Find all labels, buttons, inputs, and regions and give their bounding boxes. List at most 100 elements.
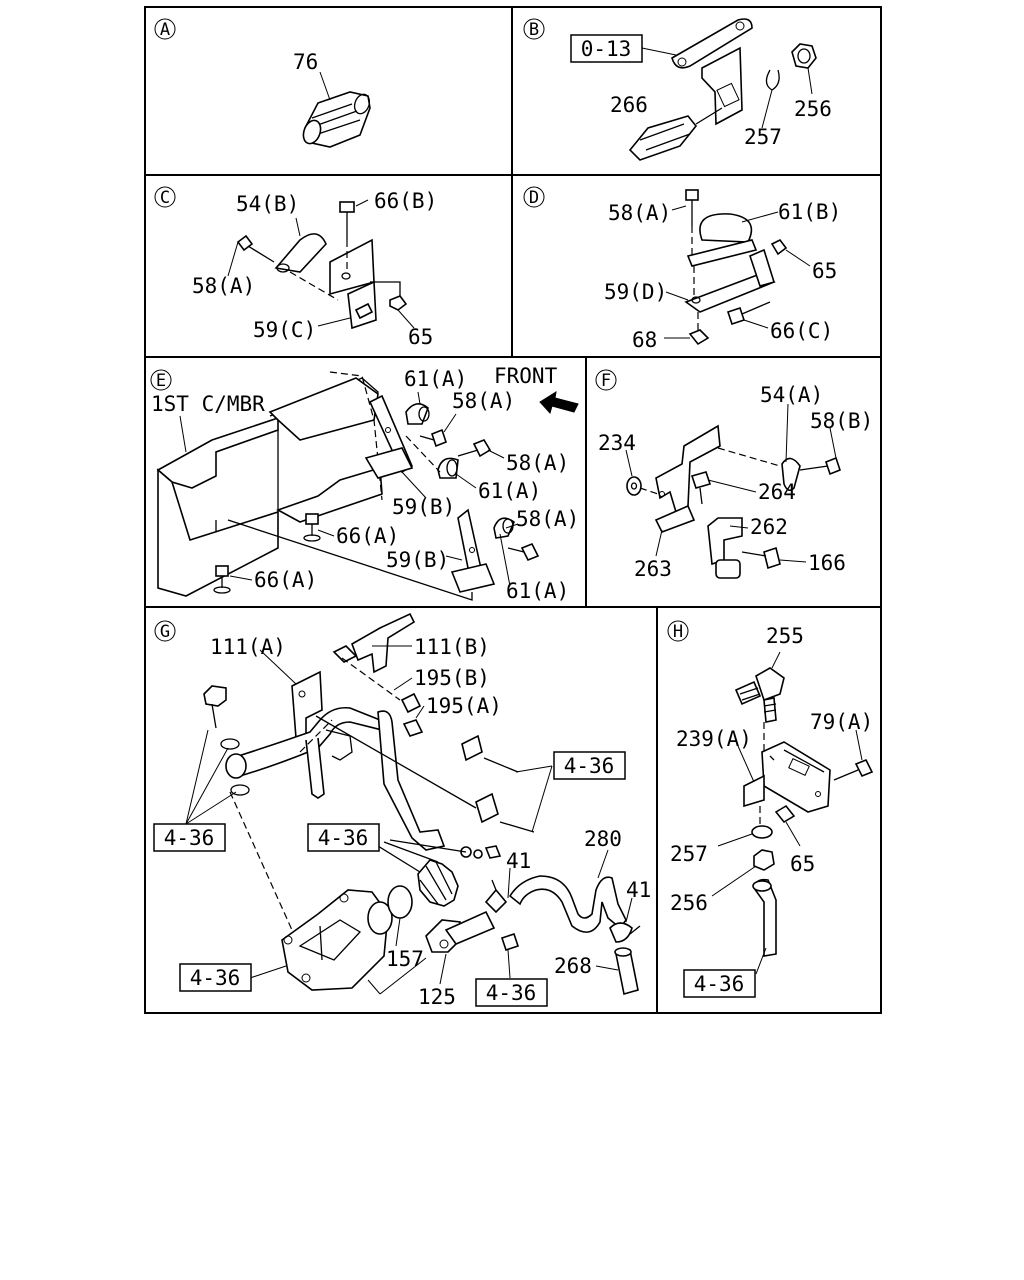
ref-text: 0-13 — [581, 37, 632, 61]
part-label-66a: 66(A) — [254, 568, 317, 592]
part-label-239a: 239(A) — [676, 727, 752, 751]
part-label-41: 41 — [506, 849, 531, 873]
part-label-65: 65 — [408, 325, 433, 349]
section-badge-b: B — [523, 18, 545, 40]
ref-text: 4-36 — [694, 972, 745, 996]
part-262-bracket — [707, 517, 743, 579]
part-label-58a: 58(A) — [608, 201, 671, 225]
part-label-256: 256 — [794, 97, 832, 121]
ref-box-4-36: 4-36 — [179, 963, 252, 992]
part-66c-bolt — [726, 301, 771, 326]
washer-2 — [230, 784, 250, 796]
part-label-195a: 195(A) — [426, 694, 502, 718]
section-letter: B — [529, 20, 539, 40]
part-195b-bolt — [400, 692, 422, 714]
section-letter: C — [160, 188, 170, 208]
part-66a-bolt-e1 — [303, 513, 321, 542]
part-label-111a: 111(A) — [210, 635, 286, 659]
part-label-79a: 79(A) — [810, 710, 873, 734]
part-58a-bolt-e1 — [419, 428, 447, 448]
part-76-fitting — [302, 71, 371, 148]
part-256-nut — [791, 43, 817, 69]
part-234-washer — [626, 476, 642, 496]
part-61a-clip-lower — [493, 517, 515, 539]
front-label: FRONT — [494, 364, 558, 388]
part-label-58b: 58(B) — [810, 409, 873, 433]
part-61b-clip — [686, 213, 758, 267]
part-label-61a: 61(A) — [506, 579, 569, 603]
part-label-157: 157 — [386, 947, 424, 971]
section-badge-e: E — [150, 369, 172, 391]
part-label-58a: 58(A) — [506, 451, 569, 475]
vacuum-pipe — [225, 706, 446, 851]
vacuum-pump — [281, 889, 393, 991]
part-label-257: 257 — [670, 842, 708, 866]
part-label-65: 65 — [790, 852, 815, 876]
front-arrow-icon — [539, 390, 579, 415]
part-label-76: 76 — [293, 50, 318, 74]
part-59d-bracket — [684, 248, 776, 313]
section-e: E 1ST C/MBR FRONT — [150, 364, 579, 603]
part-label-54a: 54(A) — [760, 383, 823, 407]
part-54a-clip — [781, 457, 801, 492]
part-58b-bolt — [799, 456, 841, 476]
section-d: D 58(A) — [523, 186, 841, 352]
part-label-58a: 58(A) — [516, 507, 579, 531]
part-label-256: 256 — [670, 891, 708, 915]
section-letter: F — [601, 371, 611, 391]
part-label-255: 255 — [766, 624, 804, 648]
part-166-bolt — [741, 546, 781, 570]
part-label-59b: 59(B) — [386, 548, 449, 572]
section-badge-f: F — [595, 369, 617, 391]
part-label-59c: 59(C) — [253, 318, 316, 342]
part-268-pipe — [614, 947, 639, 996]
bolt-g-lower — [500, 932, 520, 952]
ref-text: 4-36 — [486, 981, 537, 1005]
part-195a-bolt — [402, 719, 424, 737]
drive-gear — [417, 845, 502, 907]
section-f: F — [595, 369, 873, 581]
part-66a-bolt-e2 — [213, 565, 231, 594]
part-label-54b: 54(B) — [236, 192, 299, 216]
part-263-bracket — [654, 424, 721, 534]
ref-box-4-36: 4-36 — [683, 969, 756, 998]
section-badge-g: G — [154, 620, 176, 642]
part-label-268: 268 — [554, 954, 592, 978]
part-41-clamp-2 — [609, 922, 641, 943]
part-65-nut — [389, 295, 408, 311]
part-239a-bracket — [743, 741, 831, 813]
ref-box-4-36: 4-36 — [553, 751, 626, 780]
part-59b-bracket-upper — [364, 394, 414, 479]
part-58a-bolt — [236, 234, 275, 263]
part-label-66c: 66(C) — [770, 319, 833, 343]
section-letter: G — [160, 622, 170, 642]
ref-box-4-36: 4-36 — [153, 823, 226, 852]
part-label-125: 125 — [418, 985, 456, 1009]
part-label-68: 68 — [632, 328, 657, 352]
part-59c-bracket — [329, 238, 377, 330]
part-54b-clip — [274, 233, 327, 273]
part-label-234: 234 — [598, 431, 636, 455]
part-111b-bracket — [332, 612, 416, 674]
part-label-58a: 58(A) — [452, 389, 515, 413]
part-257-washer-h — [751, 825, 773, 839]
part-label-66a: 66(A) — [336, 524, 399, 548]
part-125-fitting — [425, 910, 496, 953]
diagram-frame — [144, 6, 882, 1014]
part-79a-bolt — [833, 758, 874, 781]
part-pipe-clamp-1 — [461, 734, 519, 773]
part-label-280: 280 — [584, 827, 622, 851]
section-letter: D — [529, 188, 539, 208]
part-68-nut — [688, 329, 710, 346]
part-266-fitting — [628, 107, 723, 161]
part-label-59d: 59(D) — [604, 280, 667, 304]
part-264-bolt — [690, 471, 712, 505]
part-59b-bracket-lower — [450, 508, 496, 593]
section-badge-h: H — [667, 620, 689, 642]
part-label-111b: 111(B) — [414, 635, 490, 659]
part-66b-bolt — [339, 201, 355, 240]
part-label-66b: 66(B) — [374, 189, 437, 213]
part-label-257: 257 — [744, 125, 782, 149]
part-61a-clip-upper — [405, 403, 430, 425]
section-letter: E — [156, 371, 166, 391]
